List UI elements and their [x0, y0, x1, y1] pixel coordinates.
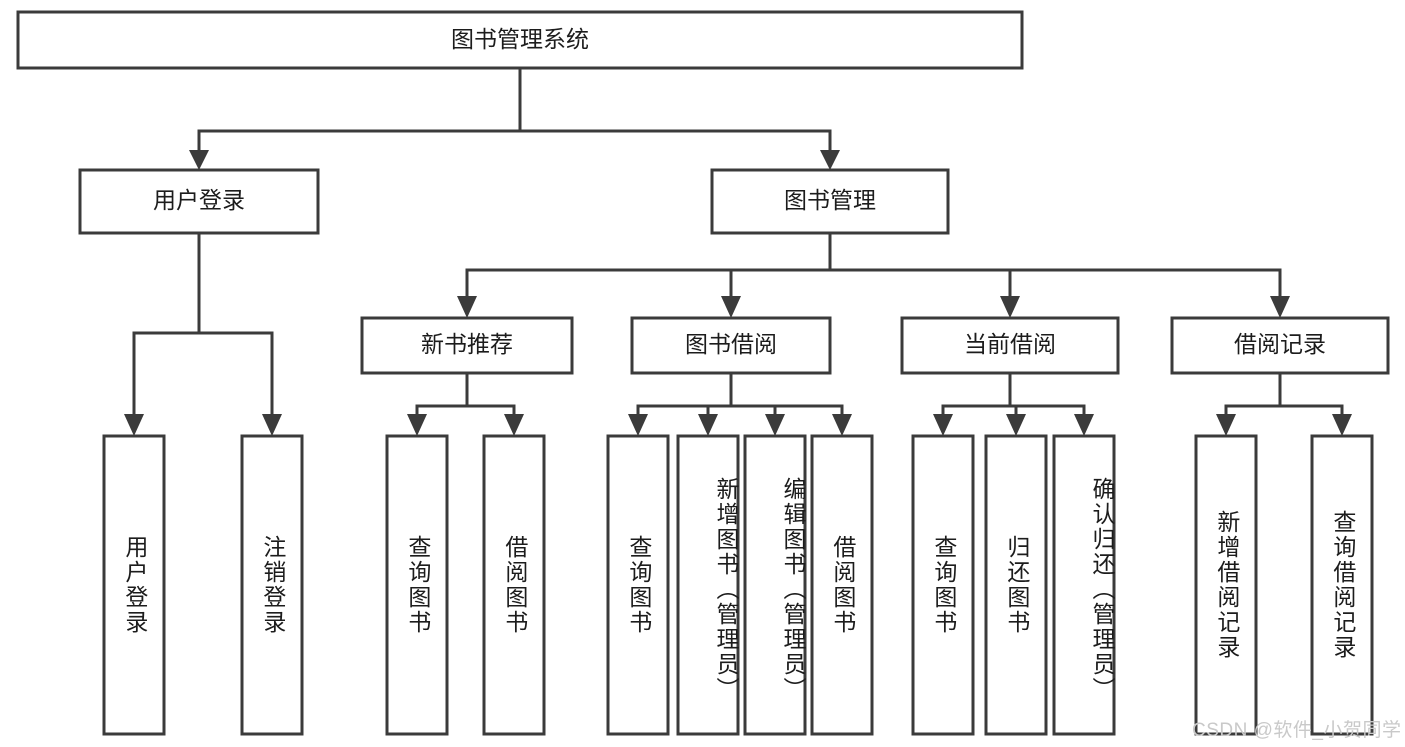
node-leaf-add-book-admin-box[interactable]: [676, 434, 740, 736]
node-book-manage-box[interactable]: [710, 168, 950, 235]
node-leaf-edit-book-admin-box[interactable]: [743, 434, 807, 736]
node-current-borrow-label: 当前借阅: [964, 331, 1056, 357]
node-book-manage[interactable]: 图书管理: [710, 168, 950, 235]
node-leaf-user-logout-box[interactable]: [240, 434, 304, 736]
arrowhead-leaf-query-book-3: [933, 414, 953, 436]
csdn-watermark: CSDN @软件_小贺同学: [1192, 720, 1402, 741]
node-new-book-rec-label: 新书推荐: [421, 331, 513, 357]
node-leaf-borrow-book-2-box[interactable]: [810, 434, 874, 736]
node-leaf-user-login-box[interactable]: [102, 434, 166, 736]
arrowhead-borrow-record: [1270, 296, 1290, 318]
arrowhead-leaf-query-book-2: [628, 414, 648, 436]
arrowhead-leaf-borrow-book-2: [832, 414, 852, 436]
node-root-label: 图书管理系统: [451, 26, 589, 52]
node-leaf-query-book-3-box[interactable]: [911, 434, 975, 736]
arrowhead-current-borrow: [1000, 296, 1020, 318]
node-root-box[interactable]: [16, 10, 1024, 70]
arrowhead-leaf-add-borrow-record: [1216, 414, 1236, 436]
leaf-boxes-layer: [102, 434, 1374, 736]
node-leaf-add-borrow-record-box[interactable]: [1194, 434, 1258, 736]
node-new-book-rec-box[interactable]: [360, 316, 574, 375]
node-root[interactable]: 图书管理系统: [16, 10, 1024, 70]
node-leaf-confirm-return-admin-box[interactable]: [1052, 434, 1116, 736]
arrowhead-book-borrow: [721, 296, 741, 318]
node-user-login-label: 用户登录: [153, 187, 245, 213]
node-leaf-query-book-1-box[interactable]: [385, 434, 449, 736]
node-user-login[interactable]: 用户登录: [78, 168, 320, 235]
node-book-manage-label: 图书管理: [784, 187, 876, 213]
arrowhead-leaf-user-logout: [262, 414, 282, 436]
node-new-book-rec[interactable]: 新书推荐: [360, 316, 574, 375]
arrowhead-leaf-user-login: [124, 414, 144, 436]
node-leaf-return-book-box[interactable]: [984, 434, 1048, 736]
node-borrow-record-label: 借阅记录: [1234, 331, 1326, 357]
node-book-borrow-label: 图书借阅: [685, 331, 777, 357]
arrowhead-leaf-query-borrow-record: [1332, 414, 1352, 436]
arrowhead-leaf-return-book: [1006, 414, 1026, 436]
node-borrow-record-box[interactable]: [1170, 316, 1390, 375]
arrowhead-book-manage: [820, 150, 840, 170]
arrowhead-leaf-borrow-book-1: [504, 414, 524, 436]
node-user-login-box[interactable]: [78, 168, 320, 235]
arrowhead-leaf-query-book-1: [407, 414, 427, 436]
node-current-borrow-box[interactable]: [900, 316, 1120, 375]
node-leaf-query-borrow-record-box[interactable]: [1310, 434, 1374, 736]
arrowhead-leaf-add-book-admin: [698, 414, 718, 436]
node-leaf-query-book-2-box[interactable]: [606, 434, 670, 736]
arrowhead-leaf-confirm-return-admin: [1074, 414, 1094, 436]
connector-layer: [124, 66, 1352, 436]
node-leaf-borrow-book-1-box[interactable]: [482, 434, 546, 736]
node-book-borrow[interactable]: 图书借阅: [630, 316, 832, 375]
arrowhead-user-login: [189, 150, 209, 170]
node-book-borrow-box[interactable]: [630, 316, 832, 375]
node-current-borrow[interactable]: 当前借阅: [900, 316, 1120, 375]
arrowhead-leaf-edit-book-admin: [765, 414, 785, 436]
node-borrow-record[interactable]: 借阅记录: [1170, 316, 1390, 375]
arrowhead-new-book-rec: [457, 296, 477, 318]
